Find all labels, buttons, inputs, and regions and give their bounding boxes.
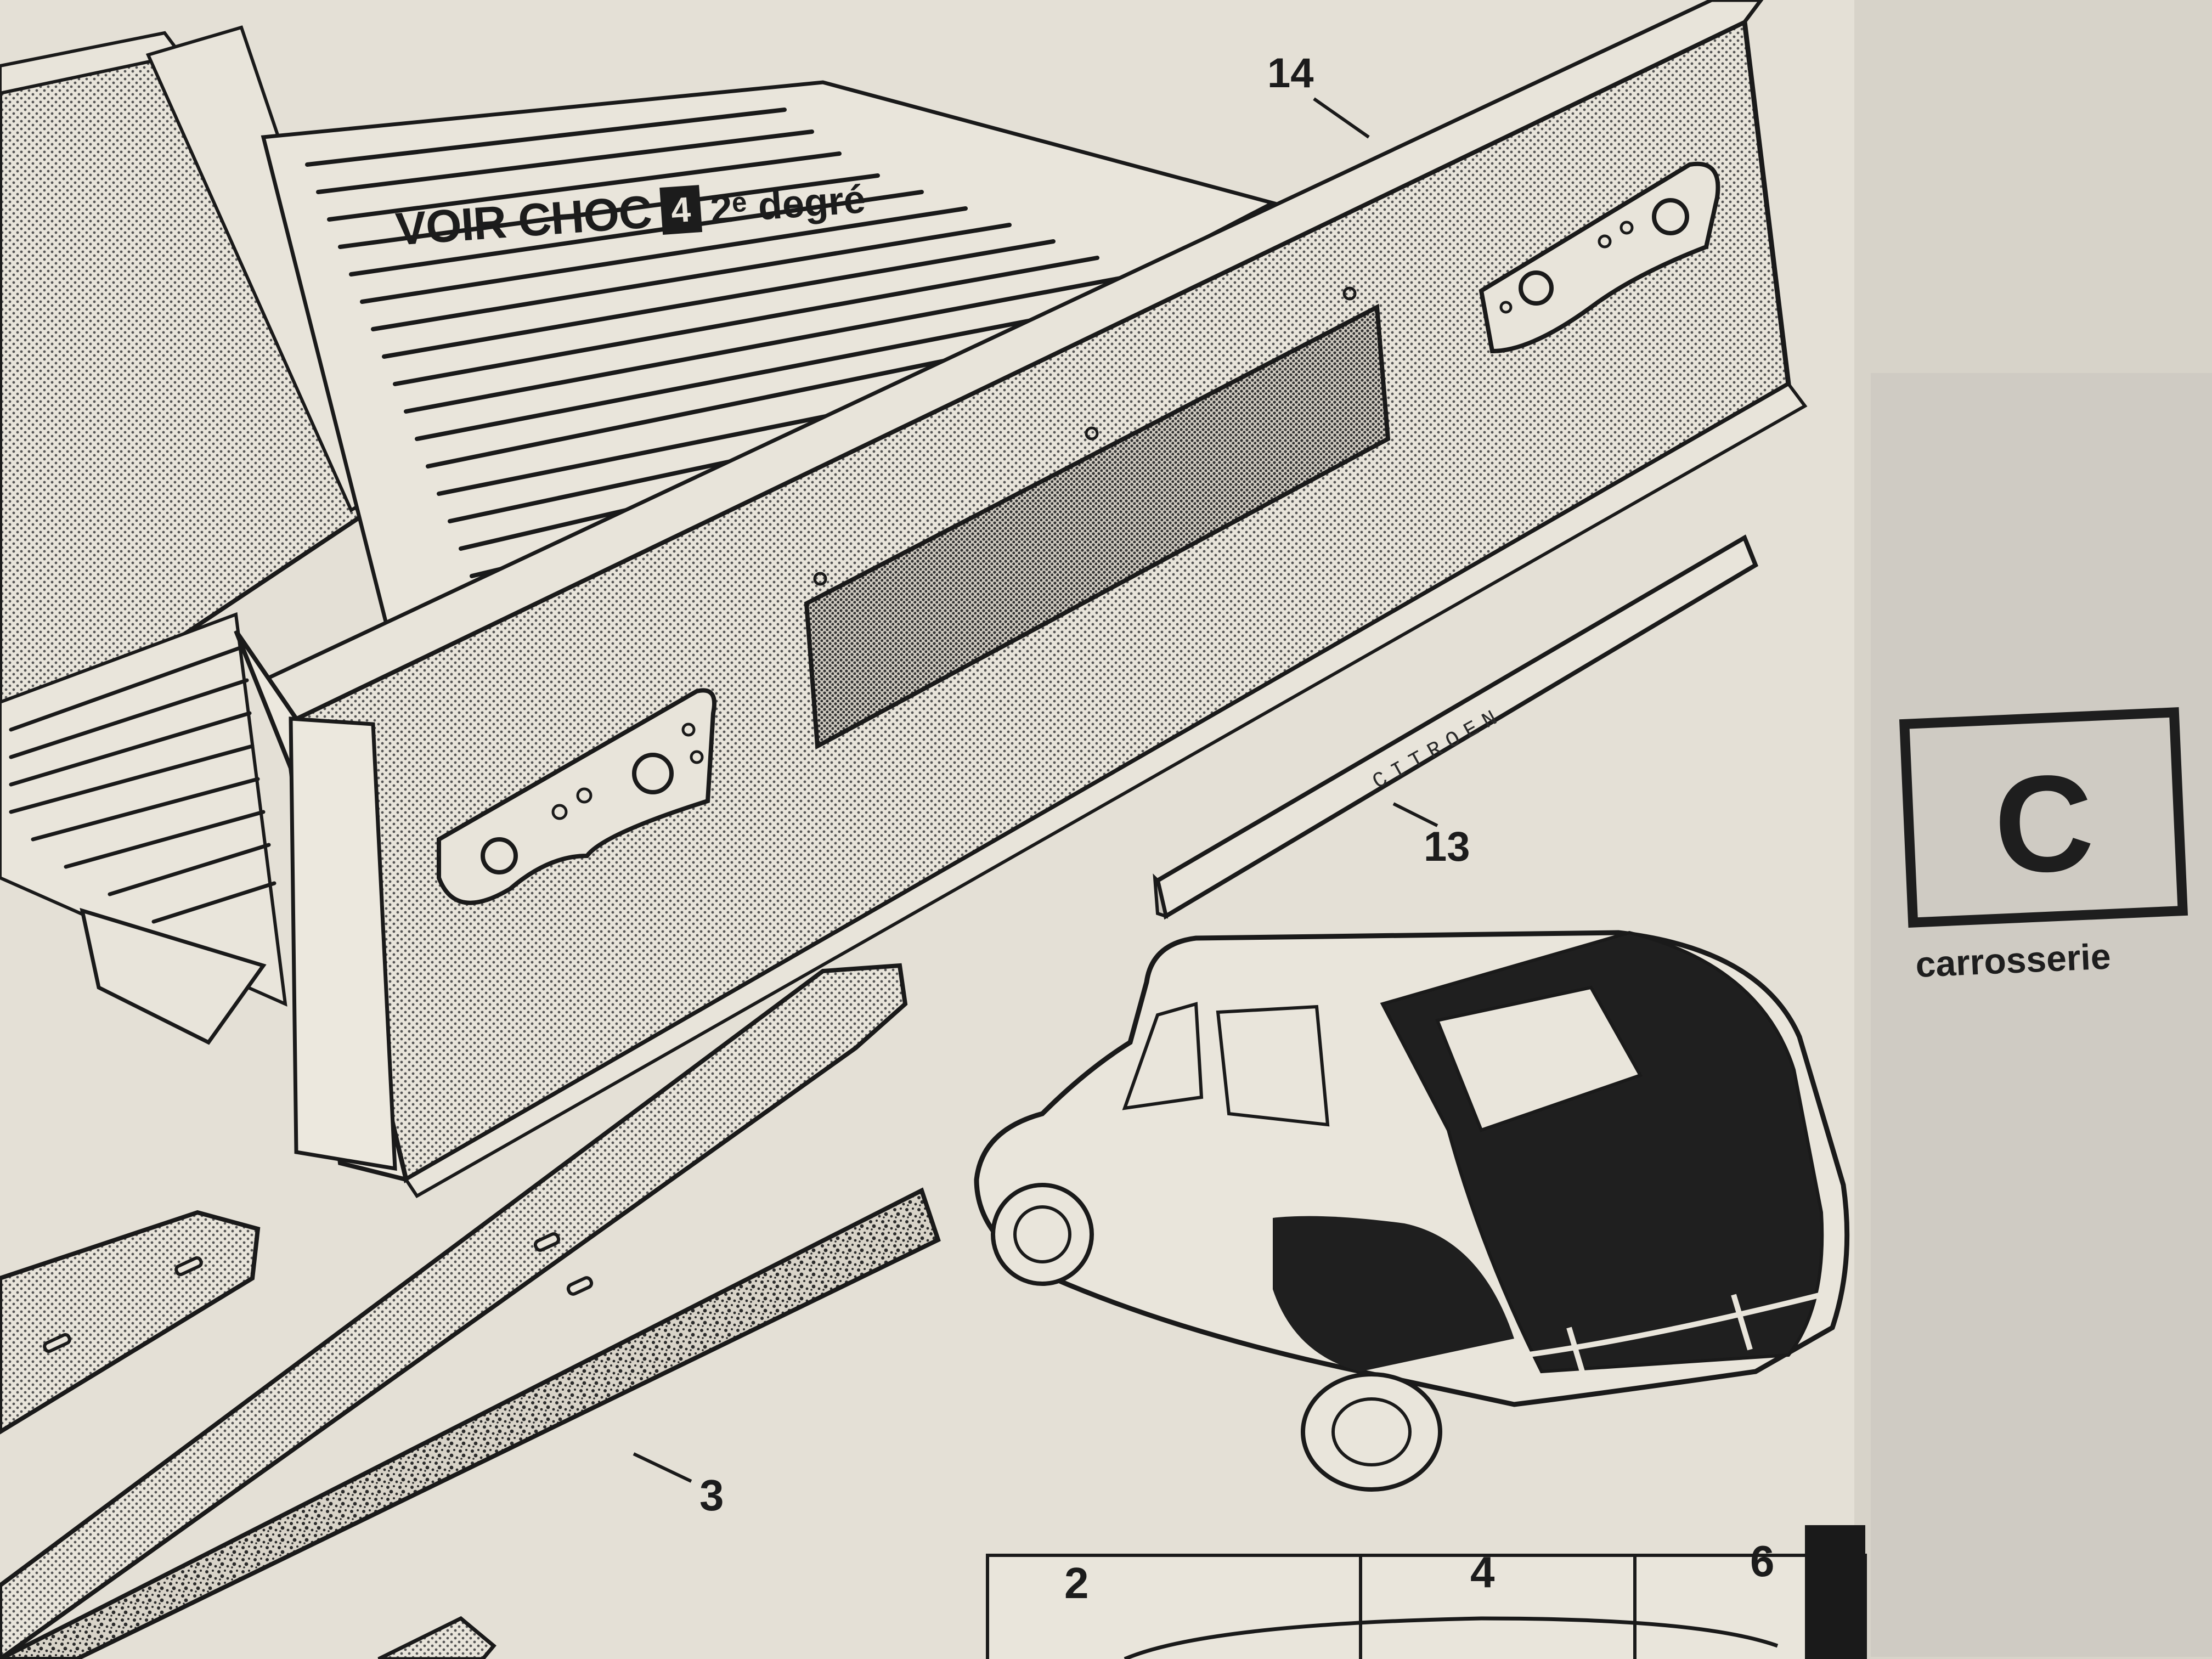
index-label-6: 6 <box>1750 1537 1775 1585</box>
callout-part-14: 14 <box>1267 50 1314 97</box>
trim-strip-13 <box>1153 534 1758 920</box>
index-label-4: 4 <box>1470 1548 1495 1596</box>
car-illustration <box>974 930 1850 1492</box>
floor-pan-lower <box>0 612 287 1045</box>
callout-part-13: 13 <box>1424 823 1470 870</box>
reference-degree: 2ᵉ degré <box>709 177 867 232</box>
callout-part-3: 3 <box>699 1471 724 1520</box>
section-caption: carrosserie <box>1915 935 2112 985</box>
leader-lines <box>633 97 1438 1483</box>
sill-parts <box>0 963 941 1659</box>
reference-box-number: 4 <box>659 185 702 235</box>
index-grid <box>986 1525 1867 1659</box>
index-label-2: 2 <box>1064 1559 1089 1607</box>
section-marker: C <box>1899 707 2188 928</box>
rear-panel-14 <box>234 0 1808 1198</box>
section-letter: C <box>1991 745 2097 902</box>
